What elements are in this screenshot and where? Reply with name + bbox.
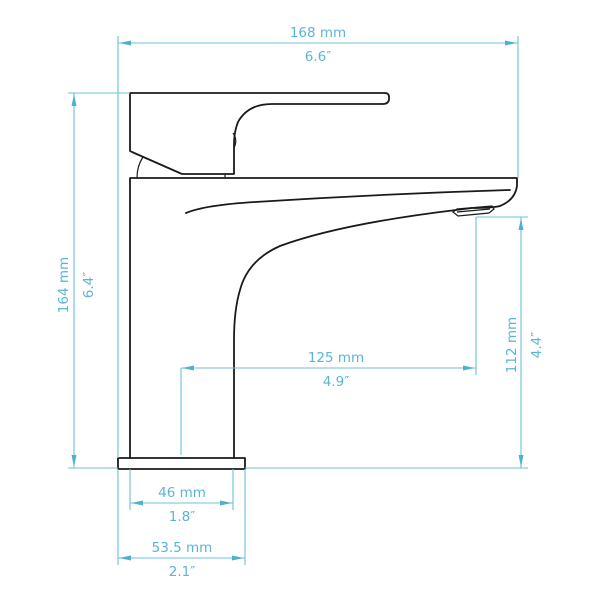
arrow-left-icon	[119, 555, 131, 561]
faucet-outline	[117, 92, 518, 470]
lever-under-curve	[136, 156, 144, 179]
aerator	[452, 205, 495, 217]
arrow-up-icon	[518, 218, 524, 230]
arrow-left-icon	[131, 500, 143, 506]
base-plate	[117, 457, 246, 470]
dim-overall-length: 168 mm 6.6″	[117, 25, 519, 458]
body-width-imperial: 1.8″	[169, 509, 196, 525]
base-width-imperial: 2.1″	[169, 564, 196, 580]
dim-body-width: 46 mm 1.8″	[129, 469, 234, 525]
body-width-metric: 46 mm	[158, 485, 206, 501]
spout-reach-metric: 125 mm	[308, 350, 364, 366]
aerator-line	[456, 208, 491, 213]
spout-height-metric: 112 mm	[504, 317, 520, 373]
dim-spout-height: 112 mm 4.4″	[245, 216, 545, 469]
arrow-right-icon	[220, 500, 232, 506]
arrow-down-icon	[71, 455, 77, 467]
overall-height-metric: 164 mm	[56, 257, 72, 313]
arrow-right-icon	[232, 555, 244, 561]
spout-crease	[185, 189, 511, 214]
faucet-body	[129, 177, 518, 459]
arrow-right-icon	[505, 40, 517, 46]
spout-height-imperial: 4.4″	[529, 332, 545, 359]
dim-overall-height: 164 mm 6.4″	[56, 92, 130, 469]
lever-handle	[129, 92, 390, 175]
arrow-up-icon	[71, 94, 77, 106]
lever-pivot	[232, 132, 237, 149]
arrow-right-icon	[463, 365, 475, 371]
dim-base-width: 53.5 mm 2.1″	[117, 469, 246, 580]
spout-reach-imperial: 4.9″	[323, 374, 350, 390]
arrow-down-icon	[518, 455, 524, 467]
overall-height-imperial: 6.4″	[81, 272, 97, 299]
dim-spout-reach: 125 mm 4.9″	[180, 217, 477, 455]
dimension-lines: 168 mm 6.6″ 164 mm 6.4″ 125 mm 4.9″	[56, 25, 545, 580]
overall-length-metric: 168 mm	[290, 25, 346, 41]
arrow-left-icon	[182, 365, 194, 371]
base-width-metric: 53.5 mm	[152, 540, 213, 556]
overall-length-imperial: 6.6″	[305, 49, 332, 65]
arrow-left-icon	[119, 40, 131, 46]
